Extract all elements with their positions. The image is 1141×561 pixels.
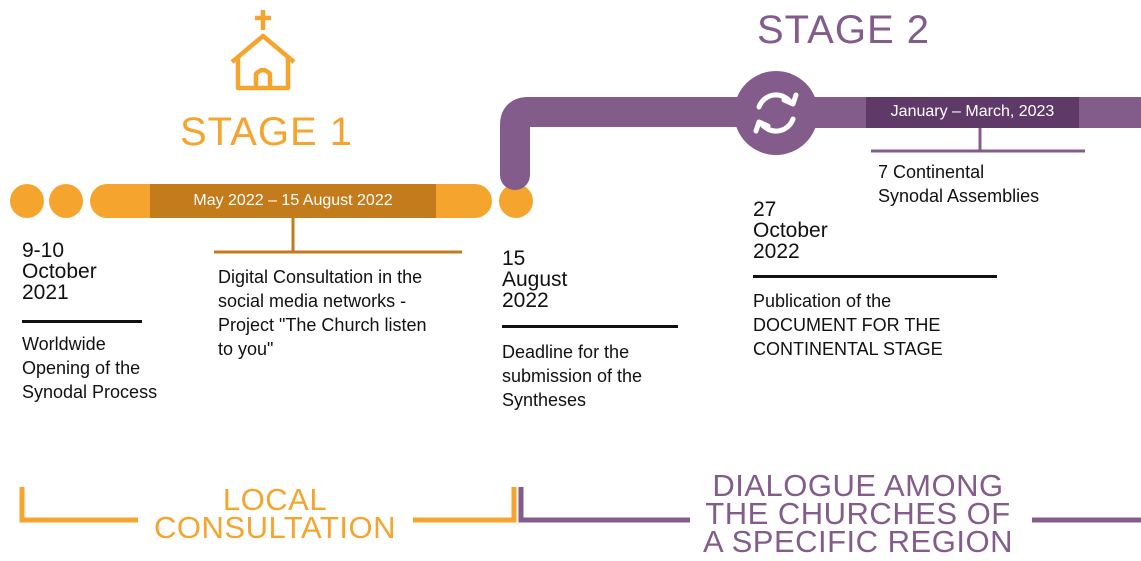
stage2-elbow	[500, 97, 775, 190]
stage1-period-label: May 2022 – 15 August 2022	[193, 192, 393, 209]
consultation-description: Digital Consultation in the social media…	[218, 267, 427, 359]
publication-description: Publication of the DOCUMENT FOR THE CONT…	[753, 291, 943, 359]
timeline-dot-2	[49, 184, 83, 218]
timeline-dot-1	[10, 184, 44, 218]
opening-rule	[22, 320, 142, 323]
stage2-period-label: January – March, 2023	[890, 103, 1055, 120]
stage2-icon-circle	[734, 71, 818, 155]
opening-description: Worldwide Opening of the Synodal Process	[22, 334, 158, 402]
local-consultation-caption: LOCAL CONSULTATION	[154, 482, 396, 545]
dialogue-bracket-left	[518, 487, 690, 523]
publication-rule	[753, 275, 997, 278]
stage1-title: STAGE 1	[180, 110, 353, 154]
church-icon	[230, 10, 296, 91]
dialogue-caption: DIALOGUE AMONG THE CHURCHES OF A SPECIFI…	[703, 468, 1013, 559]
deadline-rule	[502, 325, 678, 328]
deadline-date: 15 August 2022	[502, 247, 568, 312]
assemblies-description: 7 Continental Synodal Assemblies	[878, 162, 1040, 206]
publication-date: 27 October 2022	[753, 198, 828, 263]
local-bracket-right	[413, 487, 517, 523]
local-bracket-left	[19, 487, 138, 523]
stage2-period-pill	[866, 97, 1079, 128]
opening-date: 9-10 October 2021	[22, 239, 97, 304]
deadline-description: Deadline for the submission of the Synth…	[502, 342, 643, 410]
timeline-dot-3	[499, 184, 533, 218]
stage2-title: STAGE 2	[757, 8, 930, 52]
cycle-arrows-icon	[753, 92, 799, 134]
stage1-period-pill	[150, 184, 436, 218]
